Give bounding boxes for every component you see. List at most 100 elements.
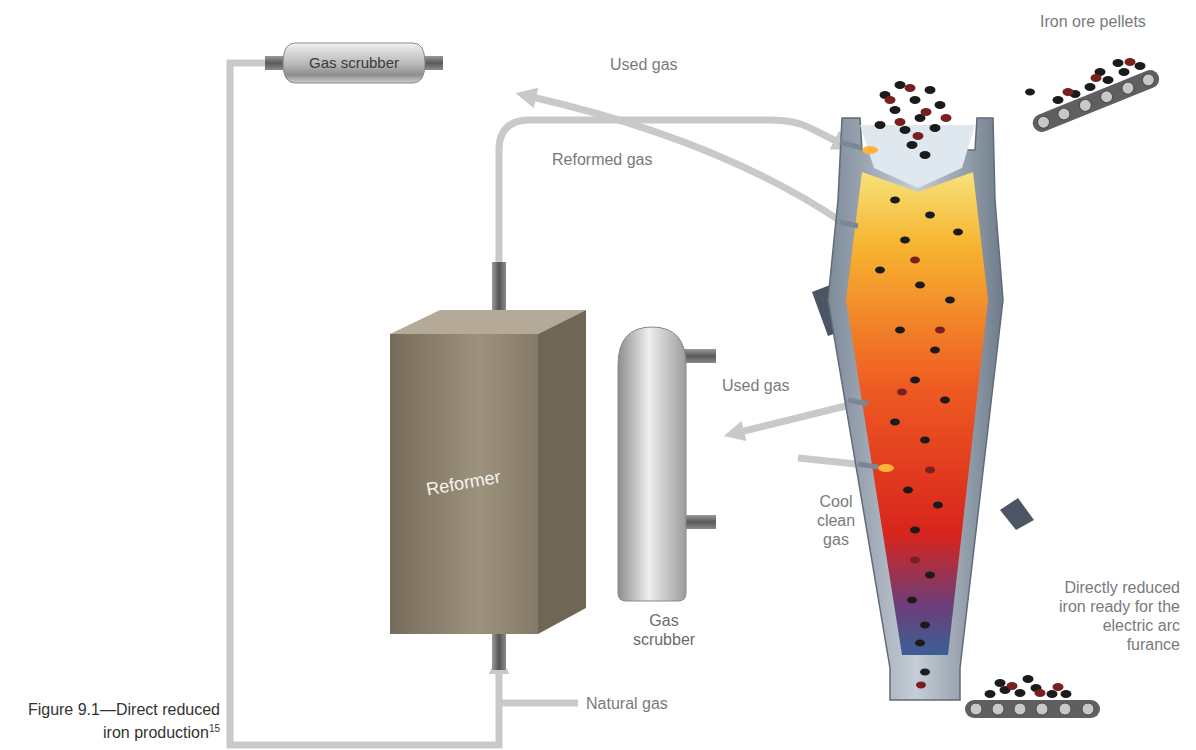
pellet (1061, 690, 1072, 698)
bottom-conveyor (965, 700, 1100, 718)
pellet (875, 121, 886, 129)
tuyere (848, 400, 868, 404)
tuyere (840, 222, 858, 226)
pellet (1135, 62, 1146, 70)
pellet (1025, 89, 1035, 96)
roller (1036, 114, 1052, 130)
pellet (930, 347, 940, 354)
pellet (910, 377, 920, 384)
roller (970, 703, 982, 715)
pellet (920, 151, 931, 159)
tuyere (858, 464, 878, 467)
top-conveyor (1030, 67, 1162, 134)
pellet (1119, 68, 1130, 76)
reformer-box (388, 262, 588, 670)
pellet (907, 597, 917, 604)
pellet (920, 437, 930, 444)
conveyor-belt (1030, 67, 1162, 134)
pellet (1103, 76, 1114, 84)
roller (1059, 703, 1071, 715)
pellet (920, 669, 930, 676)
pellet (1113, 59, 1124, 67)
pellet (1085, 83, 1096, 91)
diagram-label: Iron ore pellets (1040, 12, 1190, 31)
diagram-label: Cool clean gas (806, 492, 866, 549)
node-text-area: Gas scrubber (283, 40, 425, 86)
pipe (684, 349, 716, 363)
pellet (925, 572, 935, 579)
node-text-area: Reformer (390, 334, 538, 634)
pellet (910, 527, 920, 534)
pellet (895, 118, 906, 126)
pellet (1125, 58, 1136, 66)
pellet (1053, 96, 1064, 104)
pellet (897, 389, 907, 396)
pellet (910, 257, 920, 264)
flame (878, 464, 894, 472)
node-box: Reformer (388, 262, 588, 670)
furnace (812, 118, 1034, 700)
pellet (915, 282, 925, 289)
furnace-interior (846, 172, 988, 655)
roller (992, 703, 1004, 715)
diagram-label: Natural gas (586, 694, 696, 713)
used-gas-arrow (740, 402, 862, 432)
reformed-gas-arrow (499, 120, 838, 262)
pellet (913, 132, 924, 140)
pellet (1047, 690, 1058, 698)
pellet (907, 141, 918, 149)
pellet (925, 212, 935, 219)
pellet (985, 690, 996, 698)
footnote-ref: 15 (209, 723, 220, 734)
furnace-strut (1000, 498, 1034, 530)
diagram-label: Used gas (722, 376, 812, 395)
pellet (875, 267, 885, 274)
pellet (905, 84, 916, 92)
pellet (1091, 74, 1102, 82)
tuyeres (840, 142, 878, 467)
box-front (390, 334, 538, 634)
pellet (1015, 689, 1026, 697)
node-label: Reformer (425, 467, 503, 501)
node-cyl: Gas scrubber (265, 40, 443, 86)
pellet (910, 96, 921, 104)
pellet (920, 622, 930, 629)
roller (1056, 106, 1072, 122)
used-gas-arrow (532, 97, 842, 222)
roller (1099, 89, 1115, 105)
diagram-label: Directly reduced iron ready for the elec… (1046, 578, 1180, 654)
node-vessel: Gas scrubber (612, 325, 716, 655)
pipe (684, 515, 716, 529)
pellet (915, 640, 925, 647)
node-text-area: Gas scrubber (612, 607, 716, 653)
pellet (945, 297, 955, 304)
natural-gas-line (496, 700, 578, 707)
pellet (1035, 689, 1046, 697)
pellet (903, 487, 913, 494)
box-side (538, 310, 586, 634)
pellet (941, 114, 952, 122)
pellet (940, 397, 950, 404)
pellet (921, 108, 932, 116)
pellet (890, 419, 900, 426)
pellet (935, 327, 945, 334)
node-label: Gas scrubber (628, 611, 700, 649)
roller (1141, 72, 1157, 88)
pellet (890, 106, 901, 114)
pellet (925, 86, 936, 94)
pellet (916, 682, 926, 689)
roller (1077, 98, 1093, 114)
pellet (995, 679, 1006, 687)
pellet (890, 197, 900, 204)
caption-text: Figure 9.1—Direct reduced iron productio… (28, 701, 220, 741)
roller (1082, 703, 1094, 715)
pellet (1023, 675, 1034, 683)
vessel-body (618, 327, 686, 601)
figure-caption: Figure 9.1—Direct reduced iron productio… (8, 700, 220, 742)
roller (1036, 703, 1048, 715)
flame (862, 146, 878, 154)
pellet (1053, 683, 1064, 691)
pellet (1063, 88, 1074, 96)
